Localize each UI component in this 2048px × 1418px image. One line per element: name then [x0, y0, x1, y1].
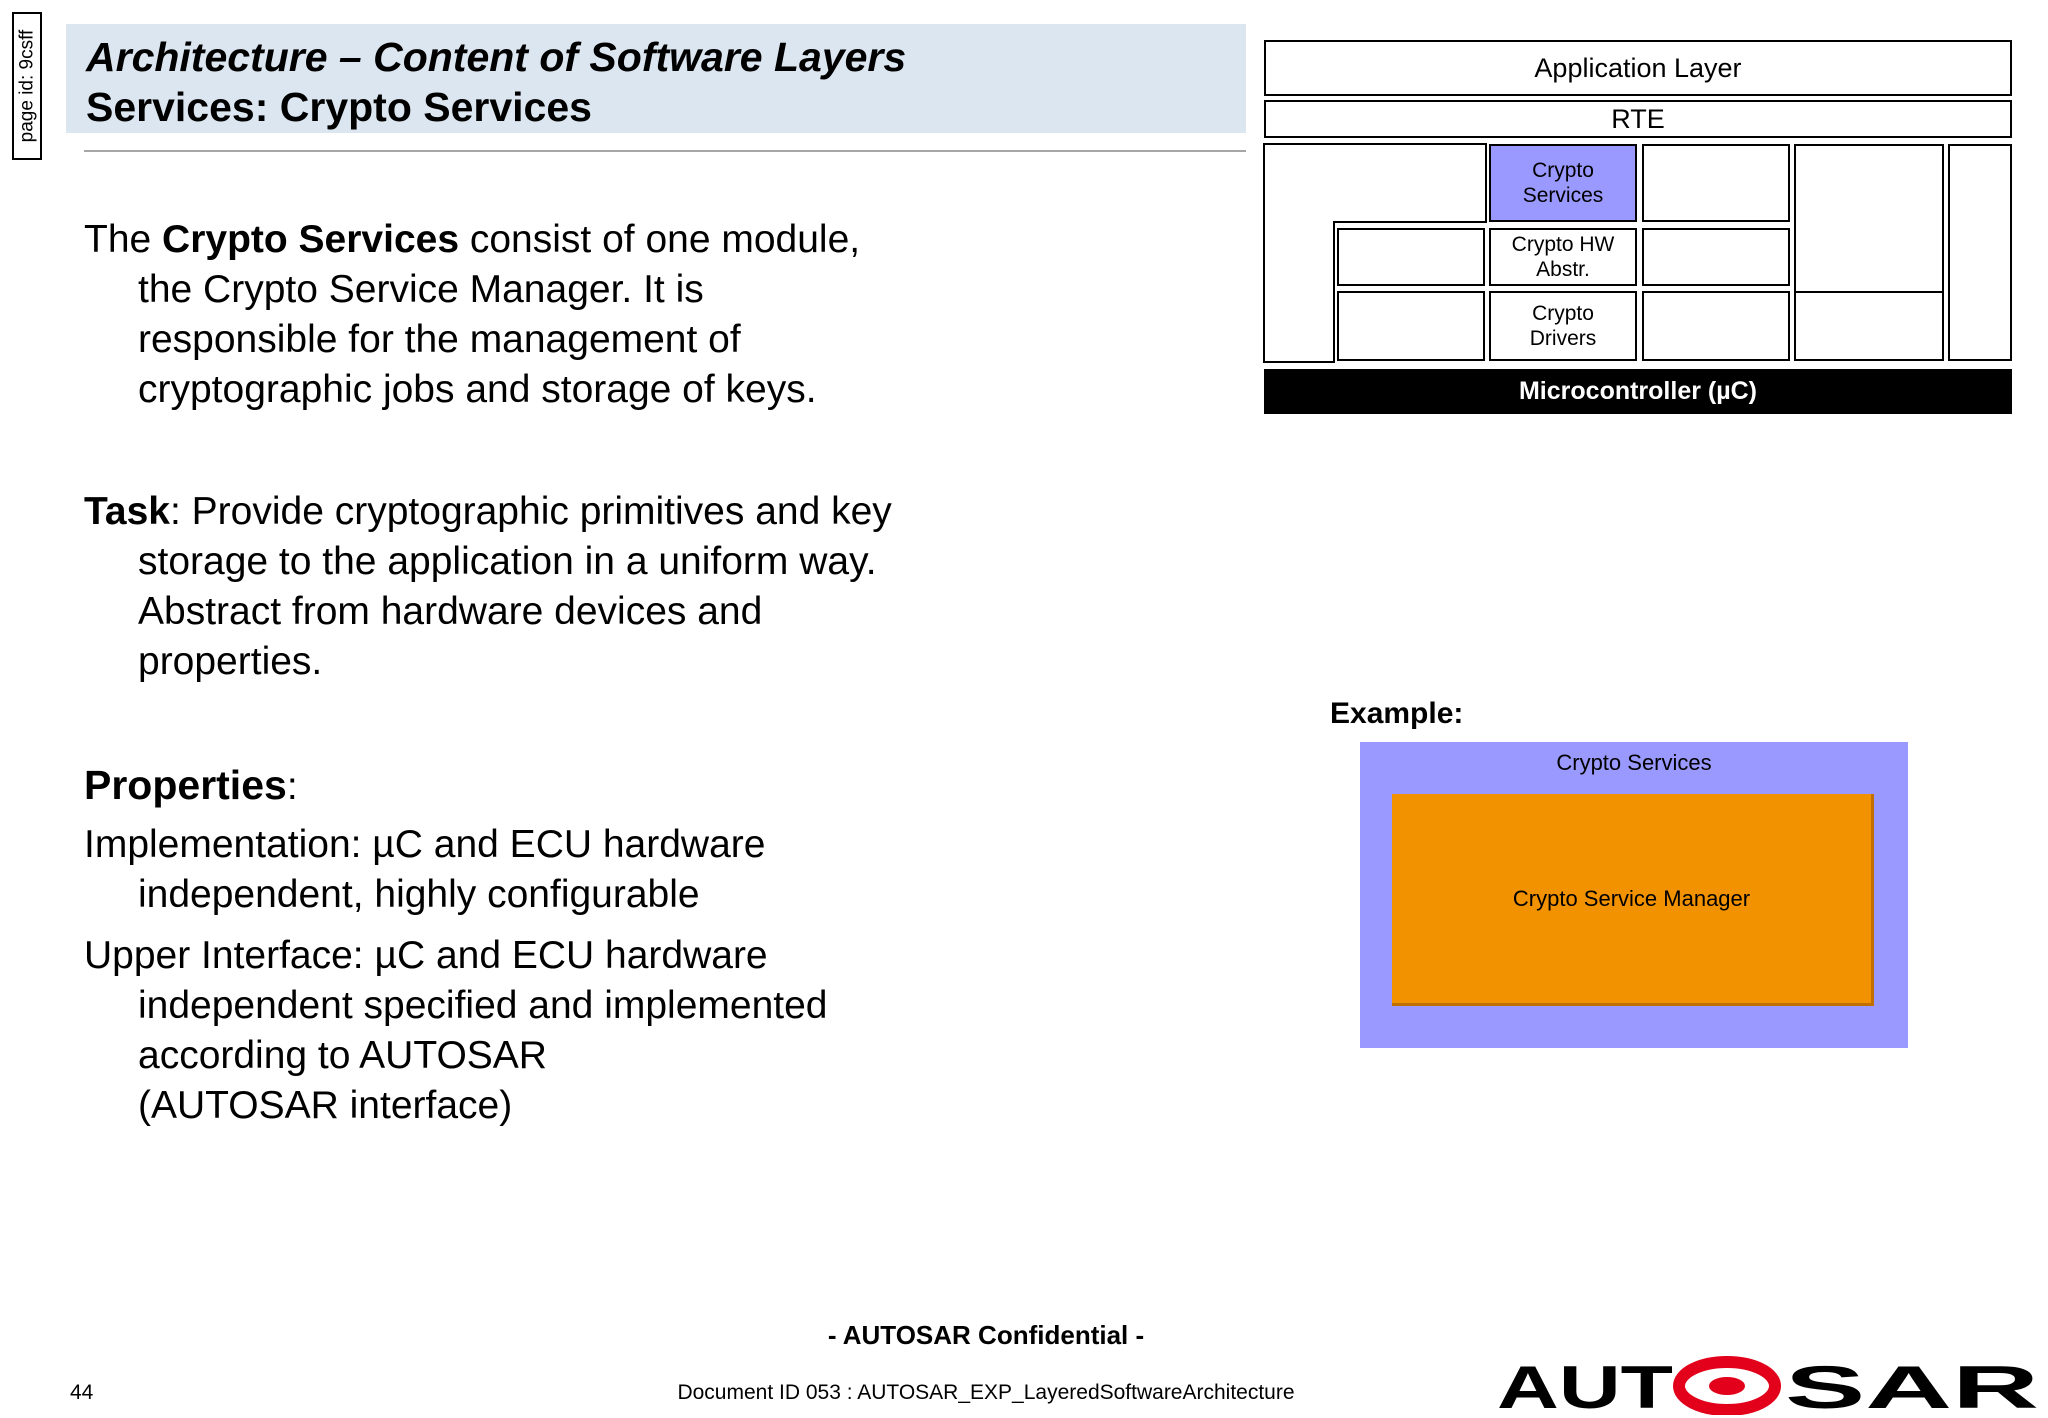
microcontroller-drivers-box — [1337, 291, 1485, 361]
intro-bold: Crypto Services — [162, 218, 460, 261]
svg-text:SAR: SAR — [1785, 1354, 2039, 1415]
task-rest: : Provide cryptographic primitives and k… — [170, 490, 892, 533]
implementation-line: independent, highly configurable — [138, 873, 700, 916]
system-services-outline — [1263, 143, 1487, 363]
crypto-services-label-2: Services — [1522, 184, 1604, 207]
comm-hw-abstraction-box — [1642, 228, 1790, 286]
task-line: properties. — [138, 640, 323, 683]
example-crypto-service-manager-box: Crypto Service Manager — [1392, 794, 1874, 1006]
title-divider — [84, 150, 1246, 152]
complex-drivers-box — [1948, 144, 2012, 361]
properties-rest: : — [286, 765, 298, 808]
microcontroller-label: Microcontroller (µC) — [1518, 377, 1758, 405]
application-layer-label: Application Layer — [1534, 52, 1742, 83]
intro-rest: consist of one module, — [459, 218, 861, 261]
page-subtitle: Services: Crypto Services — [86, 84, 592, 130]
io-drivers-box — [1794, 291, 1944, 361]
crypto-hw-label-2: Abstr. — [1536, 258, 1590, 281]
page-id-tag: page id: 9csff — [12, 12, 42, 160]
example-inner-label: Crypto Service Manager — [1512, 885, 1751, 911]
document-id: Document ID 053 : AUTOSAR_EXP_LayeredSof… — [677, 1381, 1295, 1404]
properties-heading: Properties: — [84, 760, 984, 812]
crypto-drivers-label-1: Crypto — [1532, 302, 1594, 325]
application-layer-box: Application Layer — [1264, 40, 2012, 96]
title-banner — [66, 24, 1246, 133]
upper-interface-line: independent specified and implemented — [138, 984, 828, 1027]
crypto-hw-label-1: Crypto HW — [1511, 233, 1615, 256]
intro-paragraph: The Crypto Services consist of one modul… — [84, 215, 984, 415]
intro-line: responsible for the management of — [138, 318, 741, 361]
page-number: 44 — [70, 1381, 94, 1404]
implementation-paragraph: Implementation: µC and ECU hardware inde… — [84, 820, 984, 920]
rte-label: RTE — [1611, 103, 1665, 134]
properties-bold: Properties — [84, 762, 287, 808]
implementation-line: Implementation: µC and ECU hardware — [84, 823, 766, 866]
autosar-logo: AUT SAR — [1497, 1354, 2039, 1415]
page-title: Architecture – Content of Software Layer… — [86, 34, 907, 80]
intro-line: cryptographic jobs and storage of keys. — [138, 368, 817, 411]
svg-text:AUT: AUT — [1497, 1354, 1673, 1415]
task-bold: Task — [84, 490, 170, 533]
upper-interface-line: Upper Interface: µC and ECU hardware — [84, 934, 768, 977]
upper-interface-paragraph: Upper Interface: µC and ECU hardware ind… — [84, 931, 984, 1131]
comm-services-box — [1642, 144, 1790, 222]
intro-prefix: The — [84, 218, 163, 261]
crypto-drivers-label-2: Drivers — [1529, 327, 1597, 350]
intro-line: the Crypto Service Manager. It is — [138, 268, 704, 311]
example-label: Example: — [1330, 697, 1464, 730]
microcontroller-bar: Microcontroller (µC) — [1264, 369, 2012, 414]
upper-interface-line: (AUTOSAR interface) — [138, 1084, 513, 1127]
onboard-device-abstraction-box — [1337, 228, 1485, 286]
crypto-services-label-1: Crypto — [1532, 159, 1594, 182]
upper-interface-line: according to AUTOSAR — [138, 1034, 547, 1077]
task-line: Abstract from hardware devices and — [138, 590, 763, 633]
task-paragraph: Task: Provide cryptographic primitives a… — [84, 487, 984, 687]
example-crypto-services-box: Crypto Services Crypto Service Manager — [1360, 742, 1908, 1048]
example-outer-label: Crypto Services — [1556, 750, 1712, 775]
task-line: storage to the application in a uniform … — [138, 540, 877, 583]
rte-box: RTE — [1264, 100, 2012, 138]
page-id-text: page id: 9csff — [16, 29, 37, 143]
confidential-notice: - AUTOSAR Confidential - — [827, 1320, 1145, 1350]
comm-drivers-box — [1642, 291, 1790, 361]
